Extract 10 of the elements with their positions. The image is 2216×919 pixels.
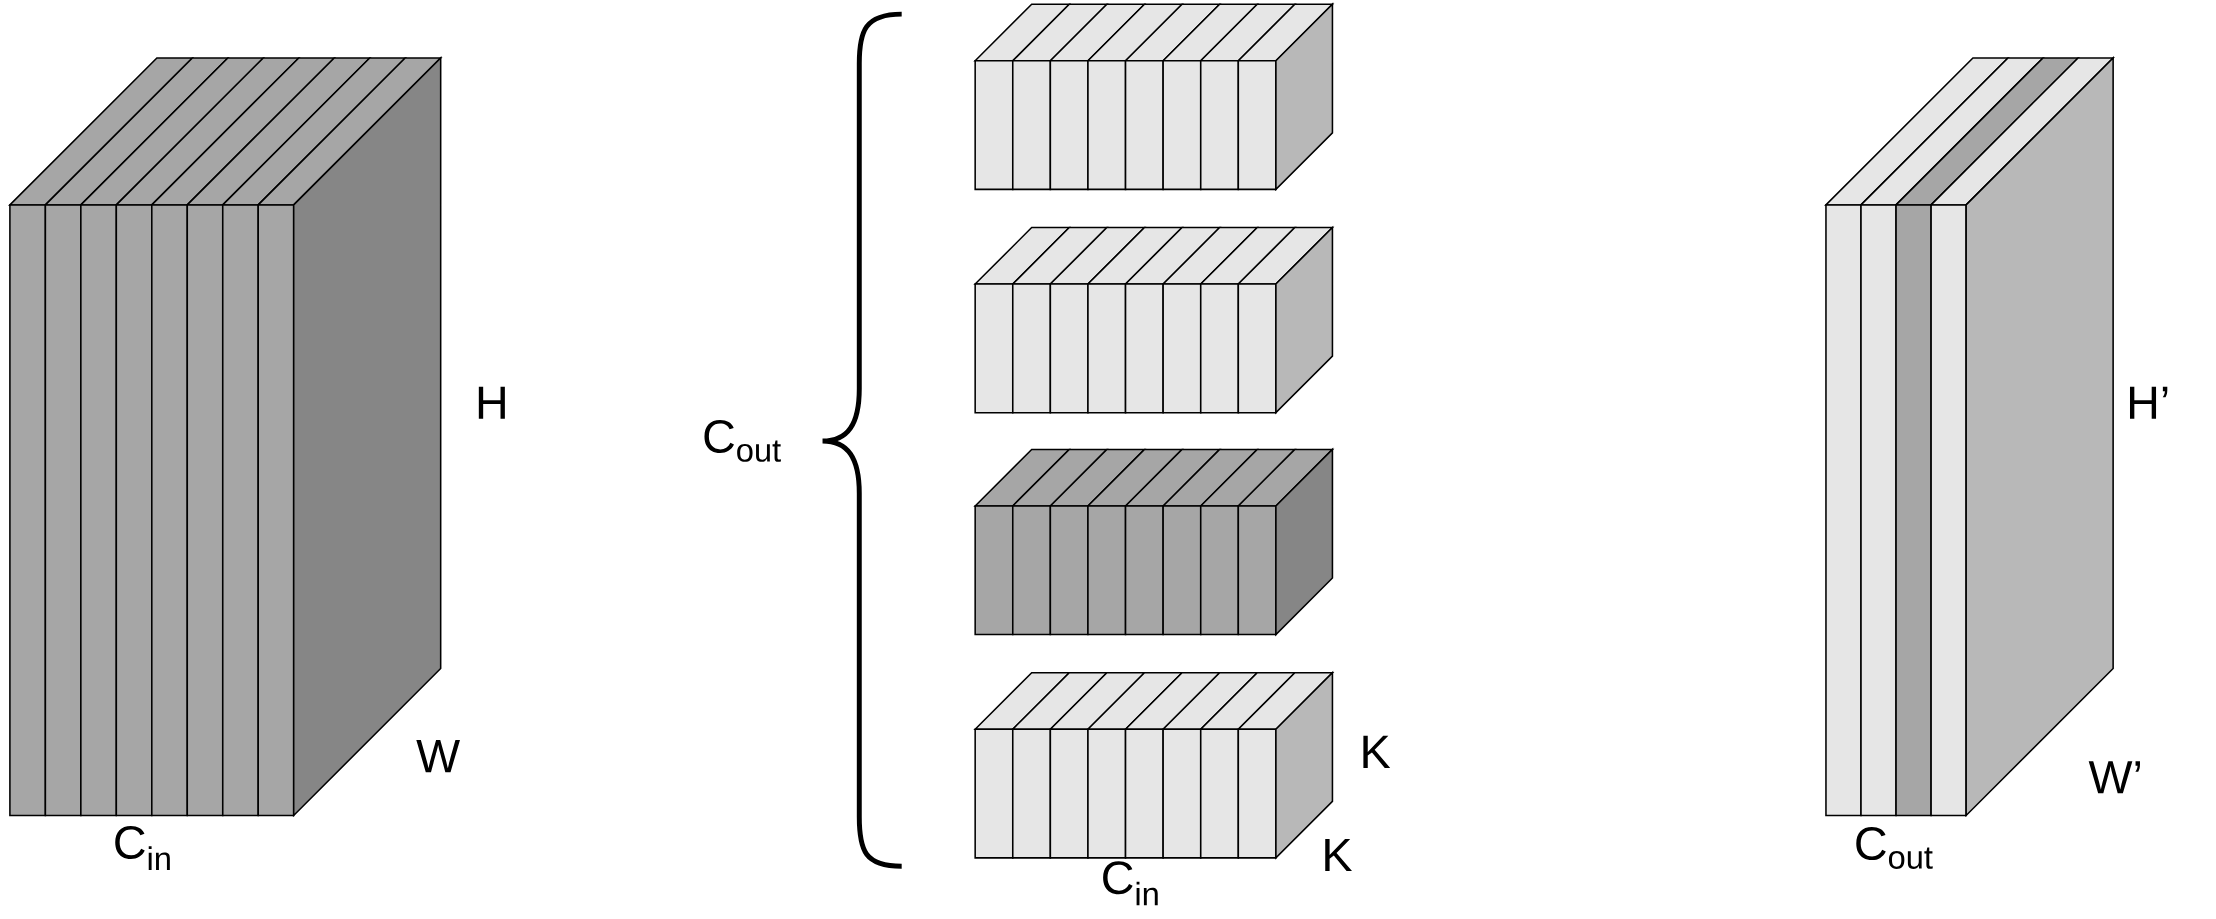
dimension-label: H xyxy=(478,386,505,419)
dimension-label: C$_{out}$ xyxy=(1856,827,1933,870)
dimension-label: C$_{out}$ xyxy=(704,420,781,463)
dimension-label: K xyxy=(1363,736,1391,769)
dimension-label: W’ xyxy=(2088,761,2140,794)
dimension-label: C$_{in}$ xyxy=(115,826,170,871)
dimension-label: K xyxy=(1325,839,1352,872)
dimension-label: C$_{in}$ xyxy=(1103,861,1158,906)
dimension-label: W xyxy=(416,740,460,773)
dimension-label: H’ xyxy=(2130,386,2168,419)
